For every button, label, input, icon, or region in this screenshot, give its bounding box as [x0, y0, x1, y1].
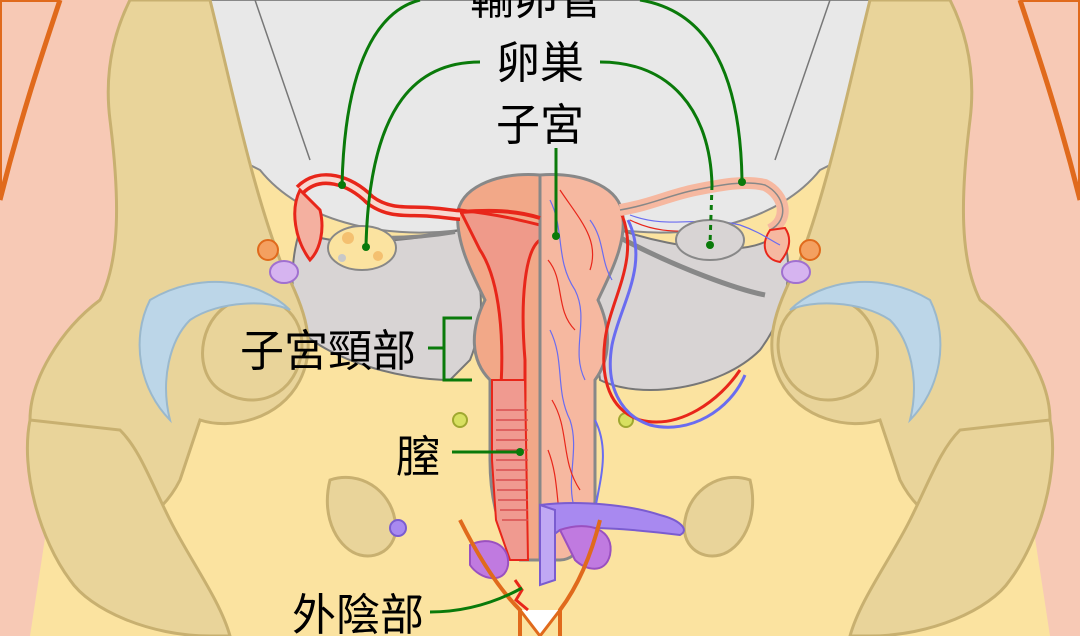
leader-lines [340, 0, 744, 614]
leader-fallopian-right [639, 0, 744, 181]
ovary-left [327, 225, 397, 271]
leader-cervix-bracket [442, 316, 472, 382]
bulb-left [469, 540, 510, 580]
label-fallopian-tube: 輸卵管 [470, 0, 602, 25]
pubic-bone-left [325, 475, 398, 558]
femoral-head-right [776, 296, 879, 402]
leader-ovary-right [599, 60, 714, 186]
skin-edge-right [1017, 0, 1080, 201]
fimbriae-left [293, 187, 324, 263]
ovary-follicle-2 [373, 251, 383, 261]
leader-dots [338, 178, 746, 456]
uterine-vessel-network [547, 189, 613, 541]
suspensory-ligament-left [254, 0, 311, 161]
vaginal-opening [518, 609, 562, 636]
vaginal-rugae [496, 409, 528, 521]
label-vagina: 膣 [396, 432, 440, 483]
acetabulum-cartilage-right [789, 280, 942, 424]
nerve-dot-left [452, 412, 468, 428]
label-cervix: 子宮頸部 [240, 326, 416, 377]
tubal-vessels-right [629, 214, 781, 246]
suspensory-ligament-right [774, 0, 831, 161]
labia-outline [458, 519, 602, 636]
ovary-follicle-3 [338, 254, 346, 262]
uterine-cavity [457, 208, 542, 402]
ovary-follicle-1 [342, 232, 354, 244]
leader-vulva [429, 586, 523, 614]
label-ovary: 卵巣 [496, 38, 584, 89]
fimbriae-right [763, 226, 791, 264]
lymph-node-right-2 [781, 260, 811, 284]
lymph-node-right-1 [799, 239, 821, 261]
leader-fallopian-left [340, 0, 421, 186]
tube-to-uterus-left [459, 208, 541, 220]
uterine-artery-right [602, 214, 742, 424]
leader-ovary-left [364, 60, 481, 246]
femoral-head-left [201, 296, 304, 402]
fallopian-tube-left-inner [298, 176, 461, 218]
vessel-dot-left [389, 519, 407, 537]
round-ligament-right [613, 232, 766, 298]
acetabulum-cartilage-left [138, 280, 291, 424]
lymph-node-left-2 [269, 260, 299, 284]
ovary-right [675, 219, 745, 261]
vaginal-vessel-right [594, 419, 604, 511]
urethra [539, 503, 556, 587]
skin-edge-left [0, 0, 63, 201]
uterine-vein-right [608, 219, 747, 429]
fallopian-tube-right-outline [619, 182, 784, 231]
lymph-node-left-1 [257, 239, 279, 261]
pubic-bone-right [682, 475, 755, 558]
label-uterus: 子宮 [496, 100, 584, 151]
hymen-detail [513, 579, 529, 612]
label-vulva: 外陰部 [292, 590, 424, 636]
leader-ovary-right-dotted [708, 184, 714, 246]
